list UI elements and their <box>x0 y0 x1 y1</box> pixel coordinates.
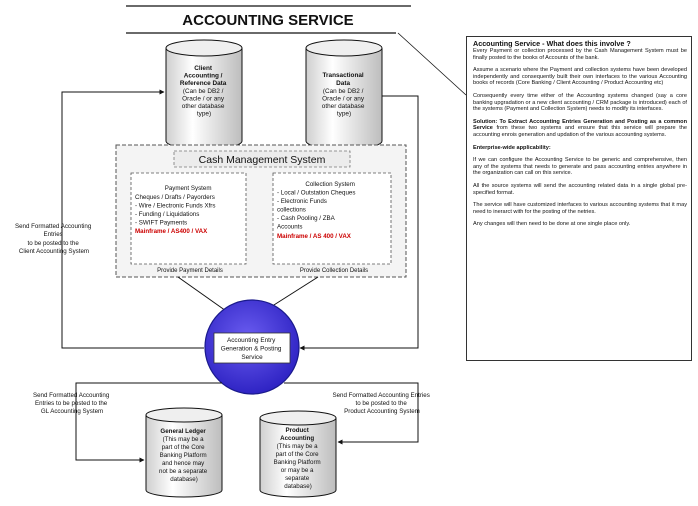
panel-paragraph: The service will have customized interfa… <box>473 202 687 215</box>
client-send-line: Send Formatted Accounting <box>15 223 92 230</box>
panel-title: Accounting Service - What does this invo… <box>473 39 631 48</box>
hub-to-client-arrow <box>61 89 204 349</box>
gl-db-line: not be a separate <box>159 468 208 475</box>
accounting-entry-service-hub: Accounting Entry Generation & Posting Se… <box>204 299 300 395</box>
product-send-line: Product Accounting System <box>344 408 420 415</box>
transactional-db-line: other database <box>322 103 365 110</box>
product-db-line: Banking Platform <box>274 459 321 466</box>
gl-db-line: database) <box>170 476 198 483</box>
client-send-line: Entries <box>44 231 63 238</box>
collection-system-line: Accounts <box>277 224 302 231</box>
product-db-line: database) <box>284 483 312 490</box>
gl-send-line: Send Formatted Accounting <box>33 392 110 399</box>
product-send-line: Send Formatted Accounting Entries <box>332 392 429 399</box>
product-send-line: to be posted to the <box>356 400 408 407</box>
client-send-line: to be posted to the <box>28 240 80 247</box>
cms-label: Cash Management System <box>199 154 326 166</box>
panel-paragraph: Every Payment or collection processed by… <box>473 48 687 61</box>
transactional-db-line: type) <box>337 111 351 118</box>
panel-paragraph: Consequently every time either of the Ac… <box>473 92 687 113</box>
payment-system-line: Payment System <box>165 185 212 192</box>
transactional-db-line: Data <box>336 80 350 87</box>
client-send-label: Send Formatted Accounting Entries to be … <box>15 223 93 255</box>
collection-platform: Mainframe / AS 400 / VAX <box>277 233 352 240</box>
provide-collection-label: Provide Collection Details <box>300 268 368 274</box>
gl-send-line: GL Accounting System <box>41 408 103 415</box>
gl-db-line: part of the Core <box>162 444 206 451</box>
svg-text:Payment System Cheques /: Payment System Cheques / Drafts / Payord… <box>135 185 217 235</box>
svg-text:Accounting Entry Generat: Accounting Entry Generation & Posting Se… <box>221 337 284 361</box>
enterprise-heading: Enterprise-wide applicability: <box>473 144 551 151</box>
payment-platform: Mainframe / AS400 / VAX <box>135 228 208 235</box>
product-db-line: or may be a <box>281 467 314 474</box>
svg-text:Collection System - Loca: Collection System - Local / Outstation C… <box>277 181 357 240</box>
hub-to-gl-arrow <box>75 382 222 463</box>
panel-paragraph: All the source systems will send the acc… <box>473 182 687 196</box>
title-callout-line <box>397 32 467 96</box>
payment-system-box: Payment System Cheques / Drafts / Payord… <box>130 172 247 265</box>
svg-text:General Ledger (This may: General Ledger (This may be a part of th… <box>159 428 209 483</box>
client-db-line: Client <box>194 65 213 72</box>
panel-paragraph: Assume a scenario where the Payment and … <box>473 67 687 87</box>
gl-db-line: and hence may <box>162 460 205 467</box>
transactional-data-db: Transactional Data (Can be DB2 / Oracle … <box>305 39 383 150</box>
client-db-line: type) <box>197 111 211 118</box>
hub-to-product-arrow <box>284 382 419 445</box>
transactional-db-line: Oracle / or any <box>322 96 365 103</box>
product-db-line: part of the Core <box>276 451 320 458</box>
solution-bold-text: To Extract Accounting Entries Generation… <box>473 118 688 132</box>
product-db-line: Product <box>285 427 308 434</box>
svg-text:Client Accounting /: Client Accounting / Reference Data (Can … <box>180 65 228 118</box>
payment-system-line: Cheques / Drafts / Payorders <box>135 194 215 201</box>
collection-system-line: - Cash Pooling / ZBA <box>277 215 336 222</box>
client-db-line: Reference Data <box>180 80 227 87</box>
gl-db-line: (This may be a <box>163 436 204 443</box>
payment-system-line: - SWIFT Payments <box>135 220 187 227</box>
solution-label: Solution: <box>473 118 498 125</box>
hub-label-line: Service <box>241 354 263 361</box>
panel-solution-paragraph: Solution: To Extract Accounting Entries … <box>473 119 687 139</box>
solution-text: from these two systems and ensure that t… <box>473 125 687 138</box>
explanation-panel: Accounting Service - What does this invo… <box>466 36 692 361</box>
gl-db-line: General Ledger <box>160 428 206 435</box>
svg-text:Product Accounting: Product Accounting (This may be a part o… <box>274 427 323 490</box>
product-db-line: Accounting <box>280 435 314 442</box>
client-send-line: Client Accounting System <box>19 248 89 255</box>
gl-send-label: Send Formatted Accounting Entries to be … <box>33 392 111 415</box>
collection-to-hub-arrow <box>265 276 319 311</box>
panel-paragraph: Any changes will then need to be done at… <box>473 221 631 228</box>
client-accounting-db: Client Accounting / Reference Data (Can … <box>165 39 243 150</box>
client-db-line: other database <box>182 103 225 110</box>
collection-system-box: Collection System - Local / Outstation C… <box>272 172 392 265</box>
cms-label-box <box>173 150 351 168</box>
panel-paragraph: If we can configure the Accounting Servi… <box>473 157 687 177</box>
collection-system-line: - Electronic Funds <box>277 198 327 205</box>
hub-label-line: Accounting Entry <box>227 337 276 344</box>
transactional-db-line: (Can be DB2 / <box>323 88 364 95</box>
client-db-line: (Can be DB2 / <box>183 88 224 95</box>
product-send-label: Send Formatted Accounting Entries to be … <box>332 392 431 415</box>
svg-text:Transactional Data: Transactional Data (Can be DB2 / Oracle … <box>322 72 366 118</box>
product-db-line: (This may be a <box>277 443 318 450</box>
transactional-to-hub-arrow <box>299 95 419 351</box>
collection-system-line: Collection System <box>305 181 355 188</box>
gl-db-line: Banking Platform <box>160 452 207 459</box>
product-accounting-db: Product Accounting (This may be a part o… <box>259 410 337 498</box>
general-ledger-db: General Ledger (This may be a part of th… <box>145 407 223 498</box>
client-db-line: Accounting / <box>184 73 223 80</box>
provide-payment-label: Provide Payment Details <box>157 268 223 274</box>
page-title: ACCOUNTING SERVICE <box>182 12 353 29</box>
hub-label-line: Generation & Posting <box>221 346 282 353</box>
collection-system-line: collections <box>277 207 306 214</box>
client-db-line: Oracle / or any <box>182 96 225 103</box>
transactional-db-line: Transactional <box>323 72 364 79</box>
payment-system-line: - Funding / Liquidations <box>135 211 199 218</box>
payment-system-line: - Wire / Electronic Funds Xfrs <box>135 203 215 210</box>
collection-system-line: - Local / Outstation Cheques <box>277 190 355 197</box>
product-db-line: separate <box>285 475 310 482</box>
gl-send-line: Entries to be posted to the <box>35 400 108 407</box>
